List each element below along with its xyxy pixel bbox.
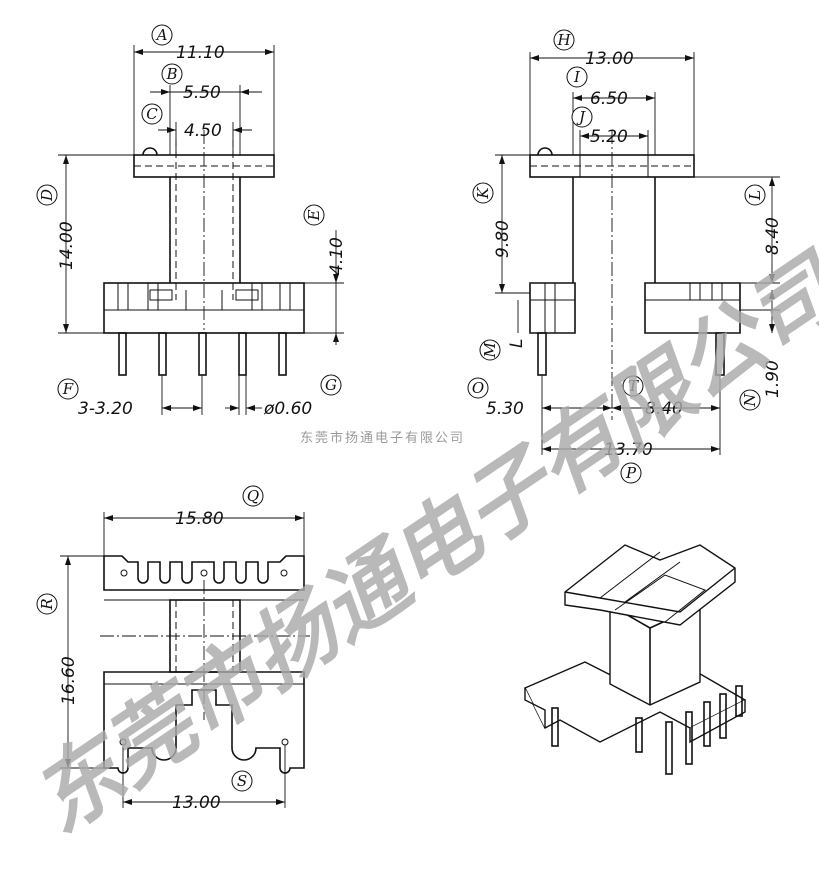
dim-o-value: 5.30 (486, 399, 524, 419)
label-m: M (481, 342, 499, 359)
dim-q-value: 15.80 (175, 509, 224, 529)
label-q: Q (247, 487, 259, 505)
front-flange-notch (142, 147, 158, 156)
label-l: L (746, 190, 764, 201)
label-k: K (474, 187, 492, 200)
side-view: 13.00 H 6.50 I 5.20 J 9.80 K 8.40 L 1.90… (467, 29, 783, 484)
isometric-view (524, 544, 747, 775)
dim-f-value: 3-3.20 (78, 399, 133, 419)
front-pins (118, 332, 287, 376)
label-g: G (325, 376, 337, 394)
front-view: 11.10 A 5.50 B 4.50 C 14.00 D 4.10 E (36, 24, 347, 419)
dim-h-value: 13.00 (585, 49, 634, 69)
label-j: J (576, 108, 586, 126)
dim-t-value: 8.40 (645, 399, 683, 419)
dim-m-value: L (507, 339, 527, 348)
dim-j-value: 5.20 (590, 127, 628, 147)
label-b: B (165, 65, 177, 83)
watermark-small: 东莞市扬通电子有限公司 (300, 430, 465, 446)
top-upper-flange (103, 555, 305, 591)
label-p: P (625, 464, 637, 482)
watermark-large: 东莞市扬通电子有限公司 (16, 235, 819, 852)
label-i: I (573, 68, 581, 86)
top-lower-base (103, 671, 305, 774)
label-h: H (556, 31, 571, 49)
label-f: F (62, 380, 74, 398)
label-a: A (155, 26, 168, 44)
watermark: 东莞市扬通电子有限公司 东莞市扬通电子有限公司 (16, 235, 819, 852)
label-c: C (146, 105, 158, 123)
dim-l-value: 8.40 (763, 217, 783, 255)
dim-p-value: 13.70 (604, 440, 653, 460)
label-s: S (237, 772, 247, 790)
dim-k-value: 9.80 (493, 220, 513, 258)
label-d: D (38, 189, 56, 202)
label-r: R (38, 598, 56, 610)
dim-c-value: 4.50 (184, 121, 222, 141)
side-base-left (529, 282, 576, 334)
label-o: O (472, 379, 484, 397)
dim-b-value: 5.50 (183, 83, 221, 103)
label-t: T (628, 377, 639, 395)
dim-i-value: 6.50 (590, 89, 628, 109)
dim-r-value: 16.60 (59, 656, 79, 705)
dim-d-value: 14.00 (57, 221, 77, 270)
dim-n-value: 1.90 (763, 360, 783, 398)
label-n: N (741, 393, 759, 408)
dim-e-value: 4.10 (327, 237, 347, 275)
dim-s-value: 13.00 (172, 793, 221, 813)
dim-a-value: 11.10 (176, 43, 225, 63)
side-pin-left (537, 332, 547, 376)
label-e: E (305, 209, 323, 221)
top-view: 15.80 Q 16.60 R 13.00 S (36, 485, 310, 813)
side-base-right (644, 282, 741, 334)
dim-g-value: ø0.60 (263, 399, 312, 419)
